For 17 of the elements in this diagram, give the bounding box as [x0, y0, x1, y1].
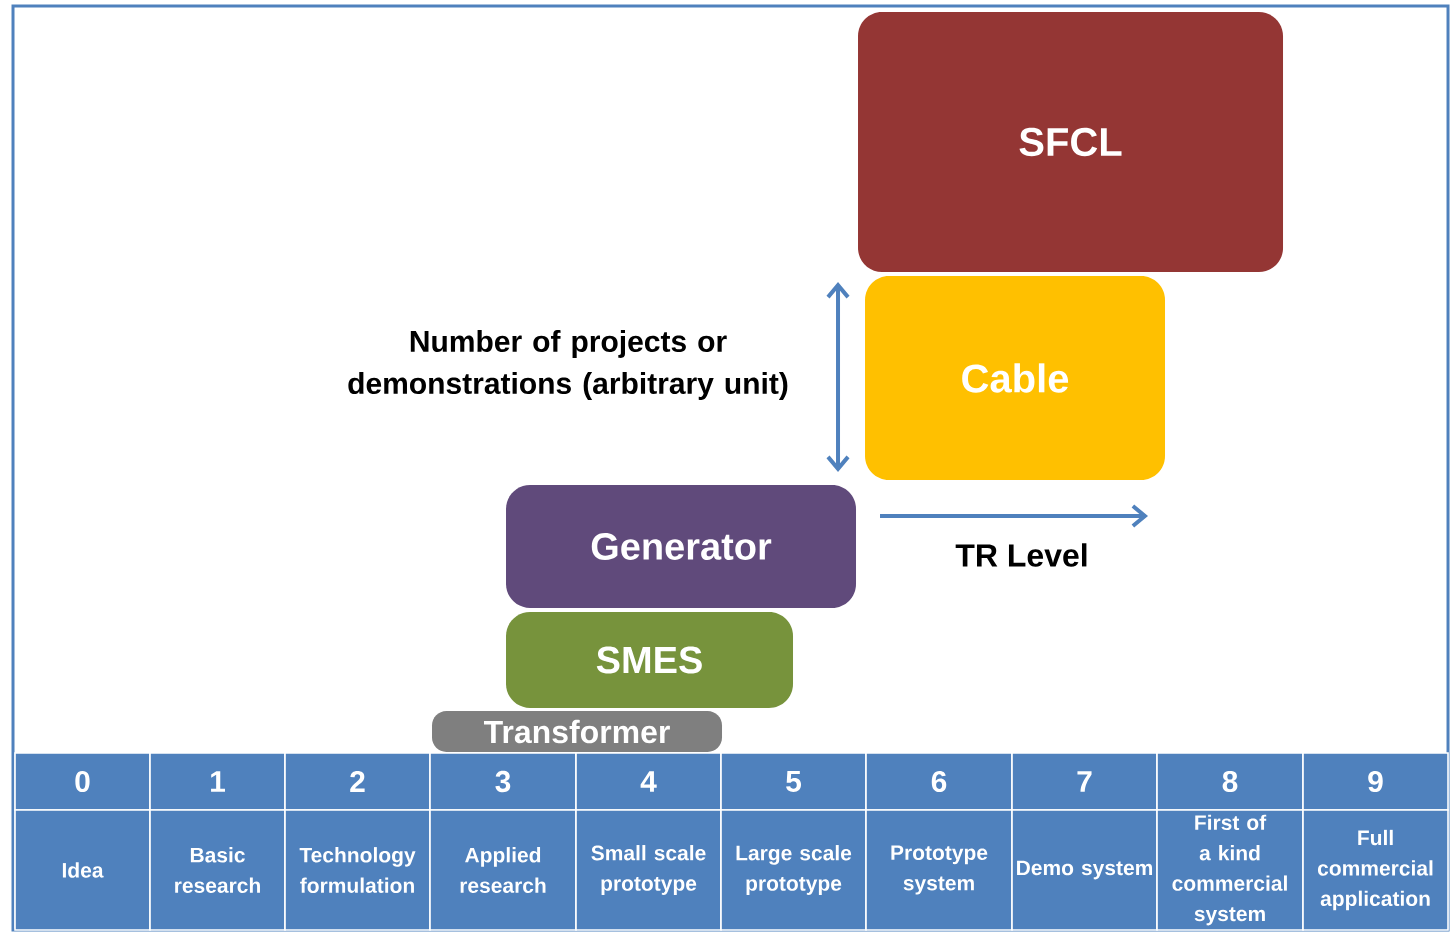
- category-box: Cable: [865, 276, 1165, 480]
- table-cell: 9: [1302, 752, 1449, 811]
- table-cell: 1: [149, 752, 286, 811]
- table-cell: 5: [720, 752, 867, 811]
- table-cell: 7: [1011, 752, 1158, 811]
- table-cell: 8: [1156, 752, 1304, 811]
- category-box: Generator: [506, 485, 856, 608]
- category-box: Transformer: [432, 711, 722, 752]
- table-cell: 2: [284, 752, 431, 811]
- table-cell: 6: [865, 752, 1013, 811]
- axis-label: TR Level: [955, 543, 1087, 567]
- table-cell: 0: [14, 752, 151, 811]
- table-cell: 3: [429, 752, 577, 811]
- table-cell: 4: [575, 752, 722, 811]
- category-box: SFCL: [858, 12, 1283, 272]
- category-box: SMES: [506, 612, 793, 708]
- axis-label: Number of projects or demonstrations (arbitrary unit): [348, 330, 788, 400]
